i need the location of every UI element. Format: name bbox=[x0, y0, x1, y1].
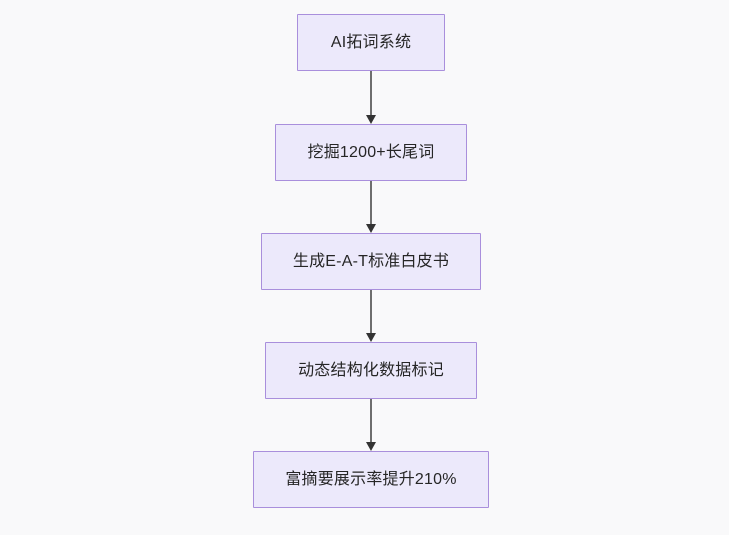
flow-edge-3-4 bbox=[361, 290, 381, 342]
flow-node-dynamic-structured-data-markup[interactable]: 动态结构化数据标记 bbox=[265, 342, 477, 399]
arrowhead-icon bbox=[366, 224, 376, 233]
flow-node-label: 生成E-A-T标准白皮书 bbox=[292, 252, 450, 270]
flow-node-generate-eat-whitepaper[interactable]: 生成E-A-T标准白皮书 bbox=[261, 233, 481, 290]
flow-node-label: 动态结构化数据标记 bbox=[298, 361, 444, 379]
edge-line bbox=[370, 290, 372, 334]
flow-edge-2-3 bbox=[361, 181, 381, 233]
edge-line bbox=[370, 399, 372, 443]
flow-node-label: 富摘要展示率提升210% bbox=[285, 470, 457, 488]
flow-edge-4-5 bbox=[361, 399, 381, 451]
flow-node-label: AI拓词系统 bbox=[330, 33, 412, 51]
flow-edge-1-2 bbox=[361, 71, 381, 124]
edge-line bbox=[370, 181, 372, 225]
flow-node-ai-keyword-system[interactable]: AI拓词系统 bbox=[297, 14, 445, 71]
arrowhead-icon bbox=[366, 442, 376, 451]
arrowhead-icon bbox=[366, 115, 376, 124]
flow-node-rich-snippet-impression-uplift[interactable]: 富摘要展示率提升210% bbox=[253, 451, 489, 508]
edge-line bbox=[370, 71, 372, 116]
arrowhead-icon bbox=[366, 333, 376, 342]
flow-node-label: 挖掘1200+长尾词 bbox=[307, 143, 435, 161]
flow-node-mine-longtail-keywords[interactable]: 挖掘1200+长尾词 bbox=[275, 124, 467, 181]
